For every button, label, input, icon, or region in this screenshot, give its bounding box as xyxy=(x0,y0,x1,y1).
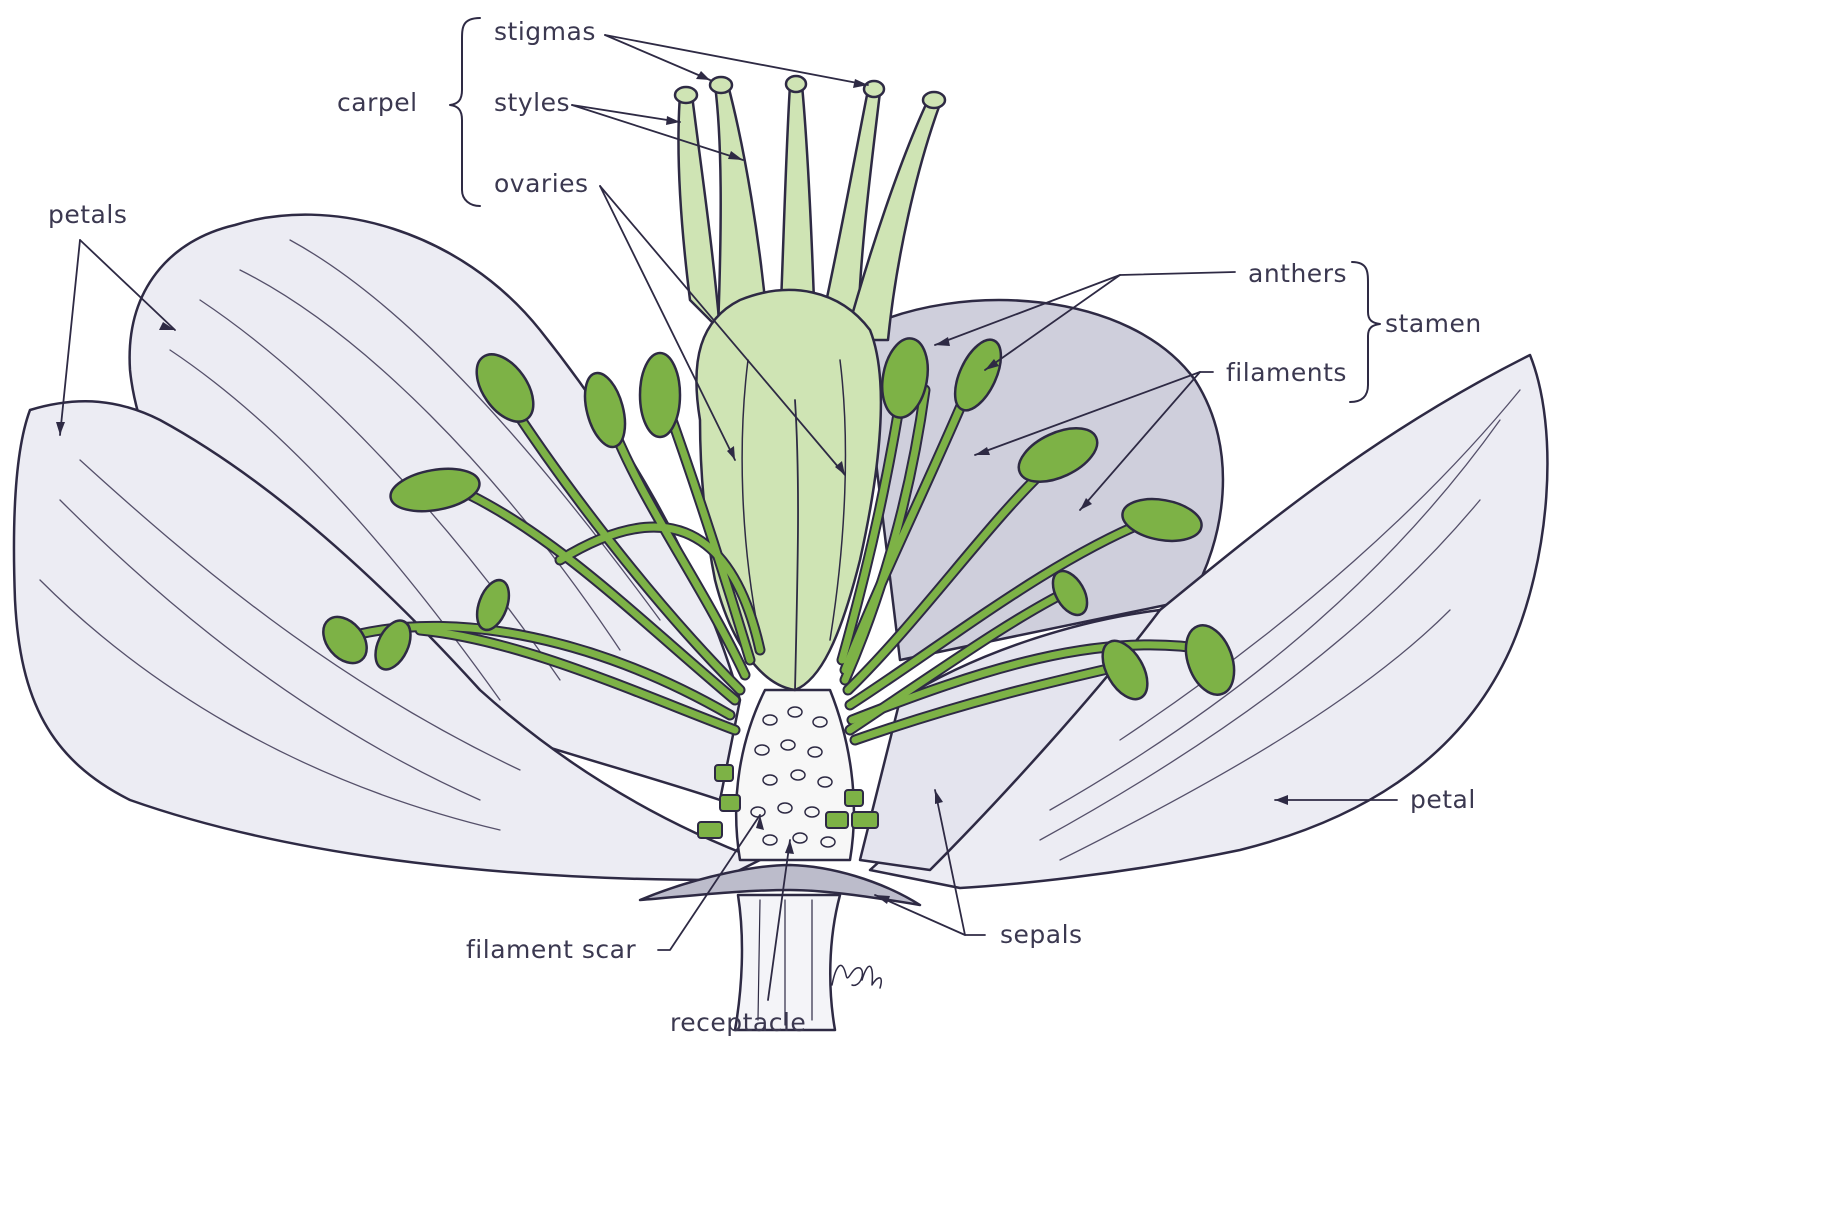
label-filament-scar: filament scar xyxy=(466,935,636,964)
label-anthers: anthers xyxy=(1248,259,1347,288)
label-ovaries: ovaries xyxy=(494,169,589,198)
label-petal: petal xyxy=(1410,785,1476,814)
stamen-brace xyxy=(1350,262,1380,402)
label-sepals: sepals xyxy=(1000,920,1083,949)
carpel-brace xyxy=(450,18,480,206)
label-carpel: carpel xyxy=(337,88,418,117)
label-filaments: filaments xyxy=(1226,358,1347,387)
label-stigmas: stigmas xyxy=(494,17,596,46)
label-stamen: stamen xyxy=(1385,309,1482,338)
label-receptacle: receptacle xyxy=(670,1008,806,1037)
label-petals: petals xyxy=(48,200,127,229)
artist-signature xyxy=(832,965,881,988)
flower-diagram xyxy=(0,0,1565,1065)
label-styles: styles xyxy=(494,88,570,117)
